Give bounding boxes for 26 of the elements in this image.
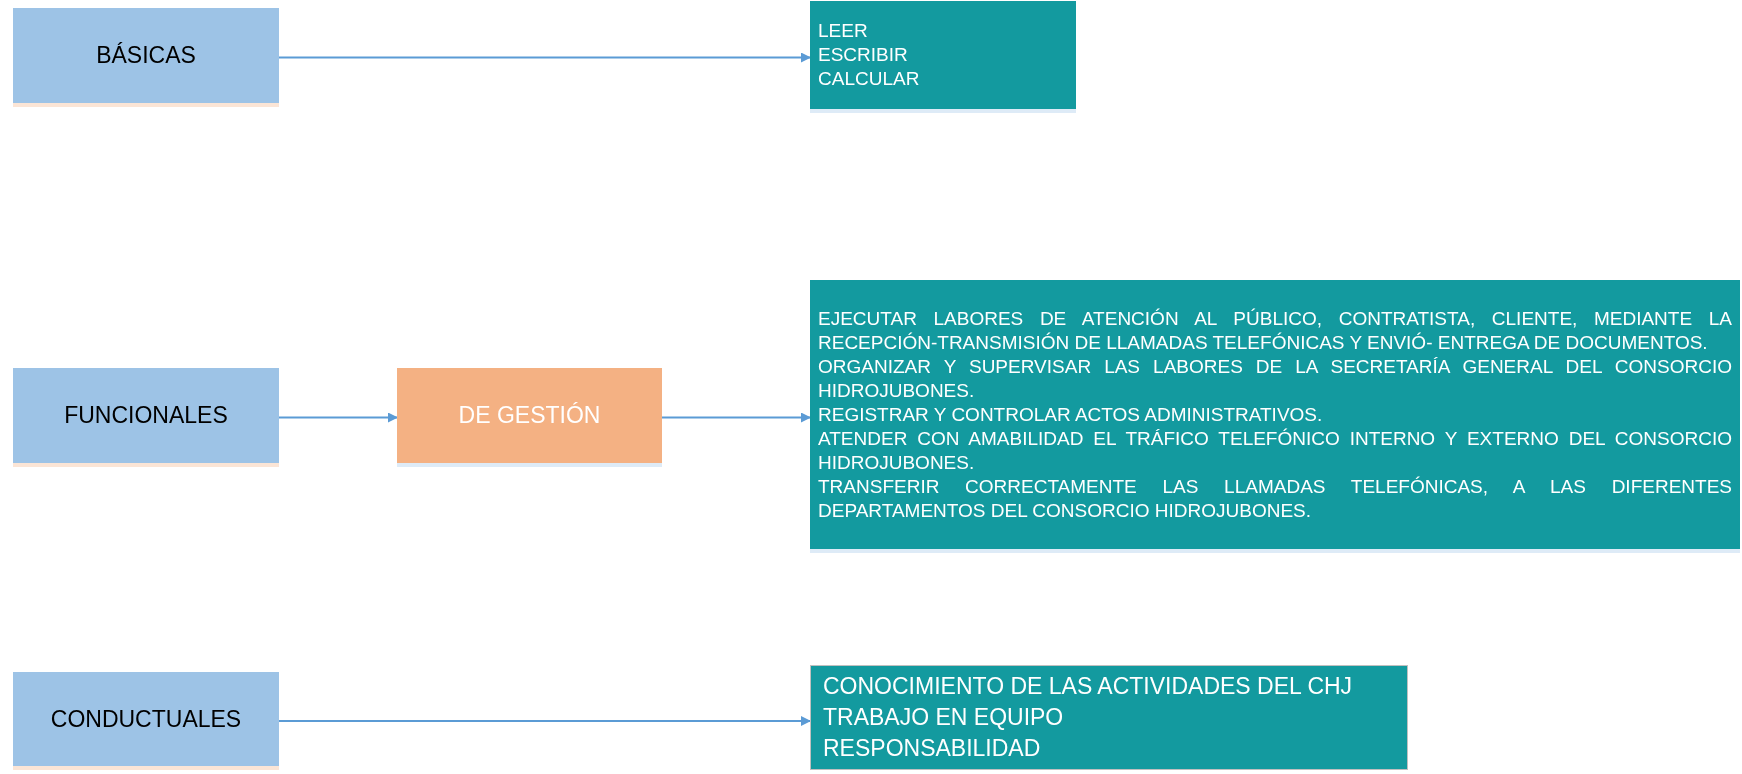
node-text: CONDUCTUALES xyxy=(50,704,242,734)
node-text: RESPONSABILIDAD xyxy=(823,734,1042,763)
list-box xyxy=(810,1,1076,113)
node-text: EJECUTAR LABORES DE ATENCIÓN AL PÚBLICO, CONTRATISTA, CLIENTE, MEDIANTE LA RECEPCIÓN-TRANSMISIÓN DE LLAMADAS TELEFÓNICAS Y ENVIÓ- ENTREGA DE DOCUMENTOS. xyxy=(818,306,1732,355)
node-text: TRANSFERIR CORRECTAMENTE LAS LLAMADAS TELEFÓNICAS, A LAS DIFERENTES DEPARTAMENTOS DEL CONSORCIO HIDROJUBONES. xyxy=(818,474,1732,523)
arrow xyxy=(661,412,811,423)
list-box xyxy=(810,280,1740,553)
node-text: TRABAJO EN EQUIPO xyxy=(823,703,1065,732)
node-text: FUNCIONALES xyxy=(64,401,228,431)
arrow xyxy=(278,412,398,423)
node-text: REGISTRAR Y CONTROLAR ACTOS ADMINISTRATIVOS. xyxy=(818,402,1324,427)
node-text: ORGANIZAR Y SUPERVISAR LAS LABORES DE LA SECRETARÍA GENERAL DEL CONSORCIO HIDROJUBONES. xyxy=(818,354,1732,403)
arrow xyxy=(278,52,811,63)
node-text: CALCULAR xyxy=(818,67,921,91)
category-box xyxy=(13,672,279,770)
arrow xyxy=(278,716,811,726)
node-text: BÁSICAS xyxy=(96,41,196,71)
node-text: ESCRIBIR xyxy=(818,43,909,67)
node-text: CONOCIMIENTO DE LAS ACTIVIDADES DEL CHJ xyxy=(823,672,1354,701)
node-text: DE GESTIÓN xyxy=(458,401,601,431)
process-box xyxy=(397,368,662,467)
list-box xyxy=(810,665,1408,770)
category-box xyxy=(13,368,279,467)
node-text: ATENDER CON AMABILIDAD EL TRÁFICO TELEFÓNICO INTERNO Y EXTERNO DEL CONSORCIO HIDROJUBONES. xyxy=(818,426,1732,475)
category-box xyxy=(13,8,279,107)
node-text: LEER xyxy=(818,19,869,43)
